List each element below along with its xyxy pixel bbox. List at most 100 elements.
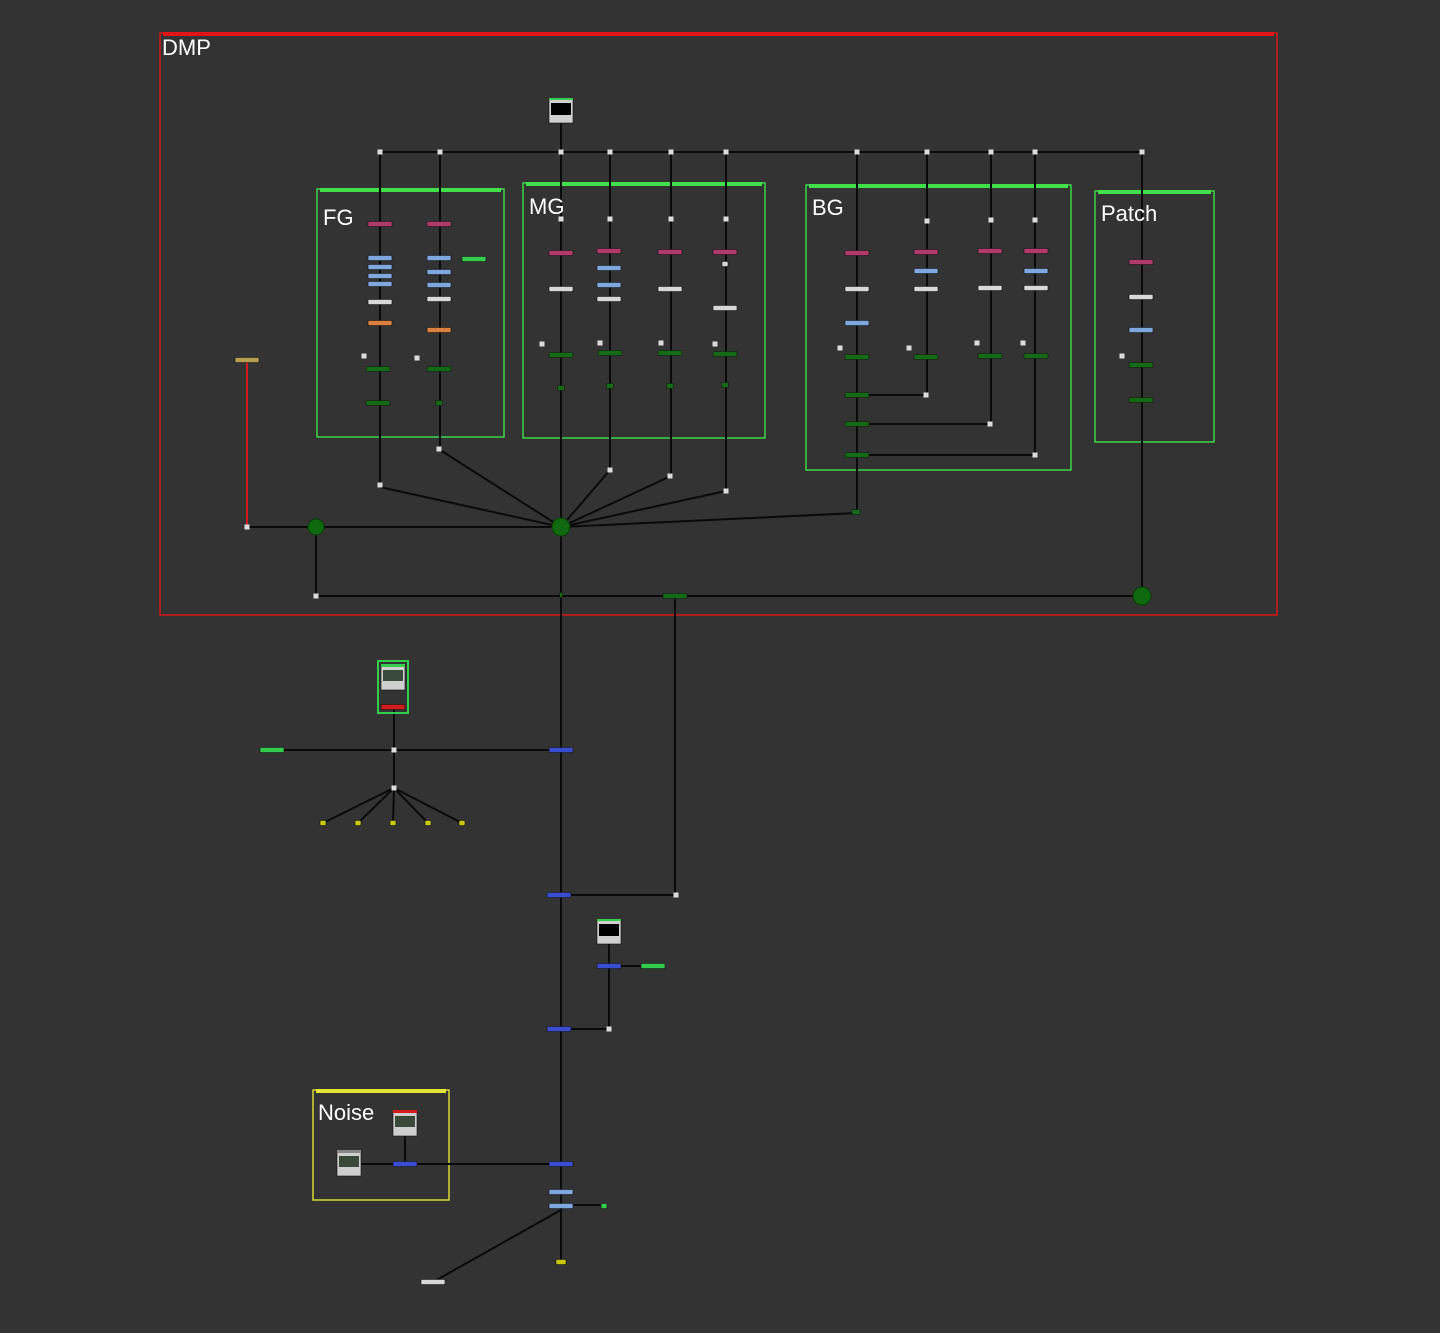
backdrop-frame[interactable] — [805, 184, 1072, 471]
lightblue-node[interactable] — [548, 1189, 574, 1195]
24[interactable] — [666, 383, 674, 389]
24[interactable] — [319, 820, 327, 826]
24[interactable] — [458, 820, 466, 826]
white-node[interactable] — [426, 296, 452, 302]
magenta-node[interactable] — [977, 248, 1003, 254]
noise-image-node[interactable] — [392, 1110, 418, 1137]
merge-node[interactable] — [1132, 586, 1152, 606]
blue-node[interactable] — [548, 1161, 574, 1167]
backdrop-frame[interactable] — [1094, 190, 1215, 443]
lightblue-node[interactable] — [426, 282, 452, 288]
dot-node[interactable] — [361, 353, 367, 359]
white-node[interactable] — [1128, 294, 1154, 300]
image-read-node[interactable] — [380, 664, 406, 691]
merge-node[interactable] — [307, 518, 325, 536]
white-node[interactable] — [367, 299, 393, 305]
dot-node[interactable] — [1020, 340, 1026, 346]
white-node[interactable] — [977, 285, 1003, 291]
darkgreen-node[interactable] — [426, 366, 452, 372]
bus-dot[interactable] — [607, 149, 613, 155]
dot-node[interactable] — [244, 524, 250, 530]
bus-dot[interactable] — [988, 149, 994, 155]
darkgreen-node[interactable] — [1023, 353, 1049, 359]
dot-node[interactable] — [837, 345, 843, 351]
dot-node[interactable] — [974, 340, 980, 346]
merge-node[interactable] — [551, 517, 571, 537]
noise-source-node[interactable] — [336, 1150, 362, 1177]
backdrop-patch[interactable] — [1094, 190, 1215, 443]
24[interactable] — [559, 592, 563, 598]
white-node[interactable] — [657, 286, 683, 292]
darkgreen-node[interactable] — [662, 593, 688, 599]
bus-dot[interactable] — [924, 149, 930, 155]
magenta-node[interactable] — [1023, 248, 1049, 254]
dot-node[interactable] — [658, 340, 664, 346]
blue-node[interactable] — [546, 892, 572, 898]
magenta-node[interactable] — [1128, 259, 1154, 265]
24[interactable] — [424, 820, 432, 826]
24[interactable] — [557, 385, 565, 391]
darkgreen-node[interactable] — [1128, 362, 1154, 368]
lightblue-node[interactable] — [367, 281, 393, 287]
magenta-node[interactable] — [548, 250, 574, 256]
dot-node[interactable] — [923, 392, 929, 398]
backdrop-title-bar[interactable] — [526, 182, 762, 186]
dot-node[interactable] — [597, 340, 603, 346]
bus-dot[interactable] — [1139, 149, 1145, 155]
dot-node[interactable] — [1032, 217, 1038, 223]
24[interactable] — [435, 400, 443, 406]
darkgreen-node[interactable] — [844, 392, 870, 398]
white-node[interactable] — [844, 286, 870, 292]
lightblue-node[interactable] — [367, 255, 393, 261]
backdrop-fg[interactable] — [316, 188, 505, 438]
dot-node[interactable] — [668, 216, 674, 222]
white-node[interactable] — [596, 296, 622, 302]
white-node[interactable] — [548, 286, 574, 292]
backdrop-title-bar[interactable] — [809, 184, 1068, 188]
dot-node[interactable] — [606, 1026, 612, 1032]
orange-node[interactable] — [367, 320, 393, 326]
dot-node[interactable] — [313, 593, 319, 599]
darkgreen-node[interactable] — [844, 421, 870, 427]
blue-node[interactable] — [392, 1161, 418, 1167]
darkgreen-node[interactable] — [597, 350, 623, 356]
lightblue-node[interactable] — [1128, 327, 1154, 333]
red-node[interactable] — [380, 704, 406, 710]
magenta-node[interactable] — [596, 248, 622, 254]
tan-node[interactable] — [234, 357, 260, 363]
top-viewer-node[interactable] — [548, 98, 574, 124]
magenta-node[interactable] — [657, 249, 683, 255]
magenta-node[interactable] — [367, 221, 393, 227]
darkgreen-node[interactable] — [657, 350, 683, 356]
darkgreen-node[interactable] — [1128, 397, 1154, 403]
dot-node[interactable] — [607, 467, 613, 473]
24[interactable] — [851, 509, 861, 515]
dot-node[interactable] — [673, 892, 679, 898]
backdrop-dmp[interactable] — [159, 32, 1278, 616]
dot-node[interactable] — [607, 216, 613, 222]
green-node[interactable] — [259, 747, 285, 753]
24[interactable] — [606, 383, 614, 389]
lower-viewer-node[interactable] — [596, 919, 622, 945]
orange-node[interactable] — [426, 327, 452, 333]
dot-node[interactable] — [988, 217, 994, 223]
magenta-node[interactable] — [844, 250, 870, 256]
dot-node[interactable] — [1032, 452, 1038, 458]
green-node[interactable] — [640, 963, 666, 969]
lightblue-node[interactable] — [596, 282, 622, 288]
magenta-node[interactable] — [712, 249, 738, 255]
dot-node[interactable] — [987, 421, 993, 427]
lightblue-node[interactable] — [367, 264, 393, 270]
lightblue-node[interactable] — [596, 265, 622, 271]
lightblue-node[interactable] — [426, 269, 452, 275]
24[interactable] — [600, 1203, 608, 1209]
24[interactable] — [555, 1259, 567, 1265]
dot-node[interactable] — [712, 341, 718, 347]
darkgreen-node[interactable] — [844, 354, 870, 360]
lightblue-node[interactable] — [367, 273, 393, 279]
dot-node[interactable] — [539, 341, 545, 347]
bus-dot[interactable] — [668, 149, 674, 155]
dot-node[interactable] — [1119, 353, 1125, 359]
backdrop-title-bar[interactable] — [163, 32, 1274, 36]
